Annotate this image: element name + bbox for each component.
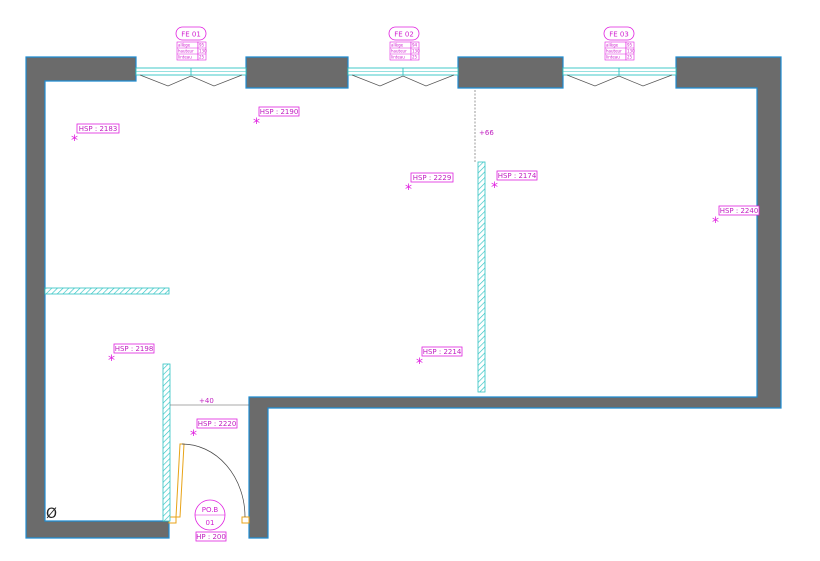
- height-marker-asterisk: *: [712, 215, 719, 231]
- window-tag-fe02: FE 02 allège 94 hauteur 130 linteau 25: [388, 26, 420, 61]
- height-marker-asterisk: *: [416, 356, 423, 372]
- window-tag-oval: [603, 26, 635, 41]
- svg-text:130: 130: [412, 49, 420, 54]
- height-label: HSP : 2229 *: [405, 172, 454, 198]
- svg-text:HSP : 2174: HSP : 2174: [498, 172, 537, 180]
- wall-top-segment-2: [457, 56, 564, 89]
- svg-text:allège: allège: [178, 43, 191, 48]
- window-spec-table: allège 95 hauteur 130 linteau 25: [604, 41, 635, 61]
- svg-text:allège: allège: [391, 43, 404, 48]
- svg-text:HSP : 2198: HSP : 2198: [115, 345, 154, 353]
- door-height-label: HP : 200: [196, 533, 226, 541]
- height-label: HSP : 2240 *: [712, 205, 760, 231]
- height-label: HSP : 2190 *: [253, 106, 300, 132]
- svg-text:hauteur: hauteur: [606, 49, 622, 54]
- window-tag-fe01: FE 01 allège 95 hauteur 130 linteau 25: [175, 26, 207, 61]
- svg-text:HSP : 2220: HSP : 2220: [198, 420, 237, 428]
- svg-text:25: 25: [199, 55, 205, 60]
- svg-text:25: 25: [627, 55, 633, 60]
- svg-text:hauteur: hauteur: [391, 49, 407, 54]
- svg-text:linteau: linteau: [606, 55, 620, 60]
- walls: [25, 56, 782, 539]
- svg-text:linteau: linteau: [391, 55, 405, 60]
- height-label: HSP : 2214 *: [416, 346, 463, 372]
- door-height-box: [195, 531, 227, 542]
- door-swing-arc: [181, 443, 246, 518]
- partitions: [44, 90, 486, 522]
- level-offset-label: +40: [199, 397, 214, 405]
- window-tag-oval: [175, 26, 207, 41]
- window-glazing-fe03: [562, 67, 677, 87]
- height-marker-asterisk: *: [405, 182, 412, 198]
- window-tag-id: FE 03: [609, 31, 629, 39]
- height-marker-asterisk: *: [491, 180, 498, 196]
- height-label: HSP : 2183 *: [71, 123, 120, 149]
- svg-text:95: 95: [199, 43, 205, 48]
- height-marker-asterisk: *: [71, 133, 78, 149]
- window-spec-table: allège 95 hauteur 130 linteau 25: [176, 41, 207, 61]
- svg-text:HSP : 2190: HSP : 2190: [260, 108, 299, 116]
- window-tag-id: FE 02: [394, 31, 414, 39]
- svg-text:linteau: linteau: [178, 55, 192, 60]
- height-marker-asterisk: *: [108, 353, 115, 369]
- svg-text:allège: allège: [606, 43, 619, 48]
- partition-horizontal: [44, 287, 170, 295]
- height-label: HSP : 2220 *: [190, 418, 238, 444]
- door-tag: PO.B 01 HP : 200: [194, 499, 227, 542]
- wall-left: [25, 56, 170, 539]
- level-offset-label: +66: [479, 129, 494, 137]
- height-marker-asterisk: *: [253, 116, 260, 132]
- window-glazing-fe02: [347, 67, 459, 87]
- door-jamb-right: [241, 516, 250, 524]
- svg-text:HSP : 2183: HSP : 2183: [79, 125, 118, 133]
- wall-top-segment-1: [245, 56, 349, 89]
- svg-text:HSP : 2214: HSP : 2214: [423, 348, 462, 356]
- partition-vertical-left: [162, 363, 171, 522]
- height-label: HSP : 2174 *: [491, 170, 538, 196]
- svg-text:25: 25: [412, 55, 418, 60]
- height-marker-asterisk: *: [190, 428, 197, 444]
- svg-text:95: 95: [627, 43, 633, 48]
- svg-text:130: 130: [199, 49, 207, 54]
- svg-text:hauteur: hauteur: [178, 49, 194, 54]
- door-leaf: [175, 443, 246, 518]
- window-glazing-fe01: [135, 67, 247, 87]
- svg-text:130: 130: [627, 49, 635, 54]
- window-tag-oval: [388, 26, 420, 41]
- diameter-symbol: Ø: [46, 506, 57, 522]
- svg-text:HSP : 2240: HSP : 2240: [720, 207, 759, 215]
- window-glazing: [135, 67, 677, 87]
- window-tag-id: FE 01: [181, 31, 201, 39]
- door-tag-id: PO.B: [202, 506, 219, 514]
- door-panel: [175, 443, 185, 518]
- svg-text:HSP : 2229: HSP : 2229: [413, 174, 452, 182]
- door-tag-number: 01: [206, 519, 215, 527]
- wall-right: [248, 56, 782, 539]
- svg-text:94: 94: [412, 43, 418, 48]
- height-label: HSP : 2198 *: [108, 343, 155, 369]
- window-spec-table: allège 94 hauteur 130 linteau 25: [389, 41, 420, 61]
- partition-vertical-center: [477, 161, 486, 393]
- window-tag-fe03: FE 03 allège 95 hauteur 130 linteau 25: [603, 26, 635, 61]
